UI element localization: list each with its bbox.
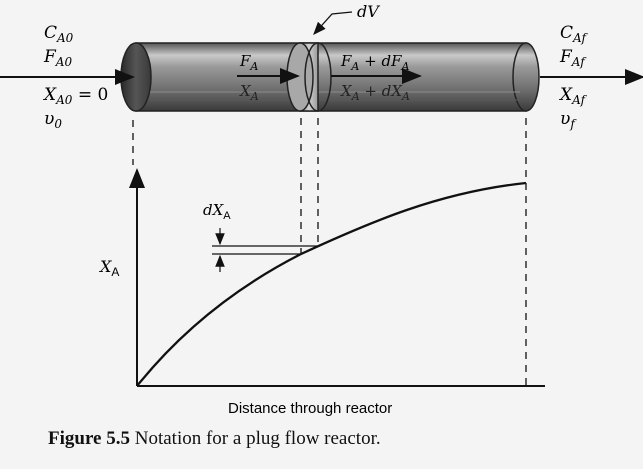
label-f-af: FAf <box>559 47 587 69</box>
label-x-a0: XA0 = 0 <box>42 85 108 107</box>
conversion-curve <box>136 181 527 387</box>
label-vf: υf <box>560 109 577 131</box>
plot-axes <box>129 168 545 387</box>
figure-caption-text: Notation for a plug flow reactor. <box>129 428 381 449</box>
x-axis-label: Distance through reactor <box>228 400 392 417</box>
y-axis-label: XA <box>98 257 119 279</box>
figure-number: Figure 5.5 <box>48 428 130 449</box>
label-xa-plus-dxa: XA + dXA <box>340 82 410 103</box>
label-c-a0: CA0 <box>44 23 74 45</box>
label-fa-plus-dfa: FA + dFA <box>340 52 410 73</box>
label-c-af: CAf <box>560 23 588 45</box>
dxa-indicator <box>212 228 318 272</box>
label-dxa: dXA <box>203 201 231 222</box>
reactor-tube <box>120 42 540 112</box>
label-fa: FA <box>239 52 258 73</box>
dashed-guides <box>132 118 527 385</box>
label-xa: XA <box>239 82 259 103</box>
figure-caption: Figure 5.5 Notation for a plug flow reac… <box>48 428 381 450</box>
dv-leader-arrow <box>313 11 353 35</box>
label-dv: dV <box>357 2 380 21</box>
label-v0: υ0 <box>44 109 62 131</box>
label-f-a0: FA0 <box>43 47 72 69</box>
label-x-af: XAf <box>558 85 588 107</box>
